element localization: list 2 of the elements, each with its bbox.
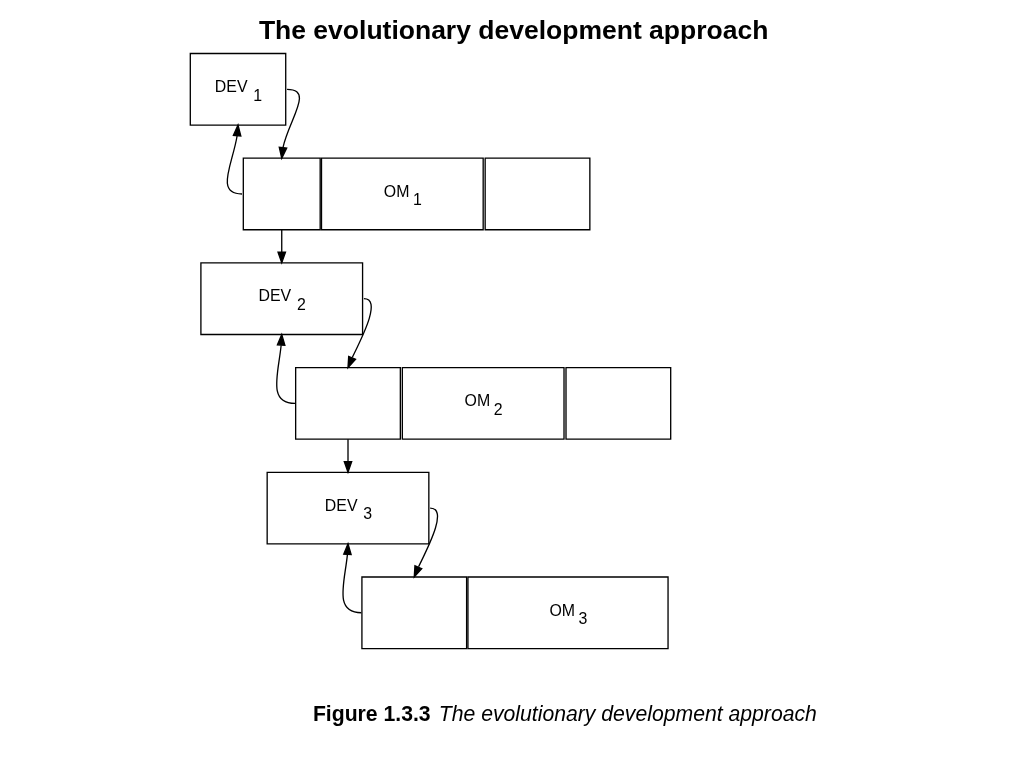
- diagram-title: The evolutionary development approach: [258, 14, 769, 45]
- caption: Figure 1.3.3 The evolutionary development approach: [312, 702, 817, 726]
